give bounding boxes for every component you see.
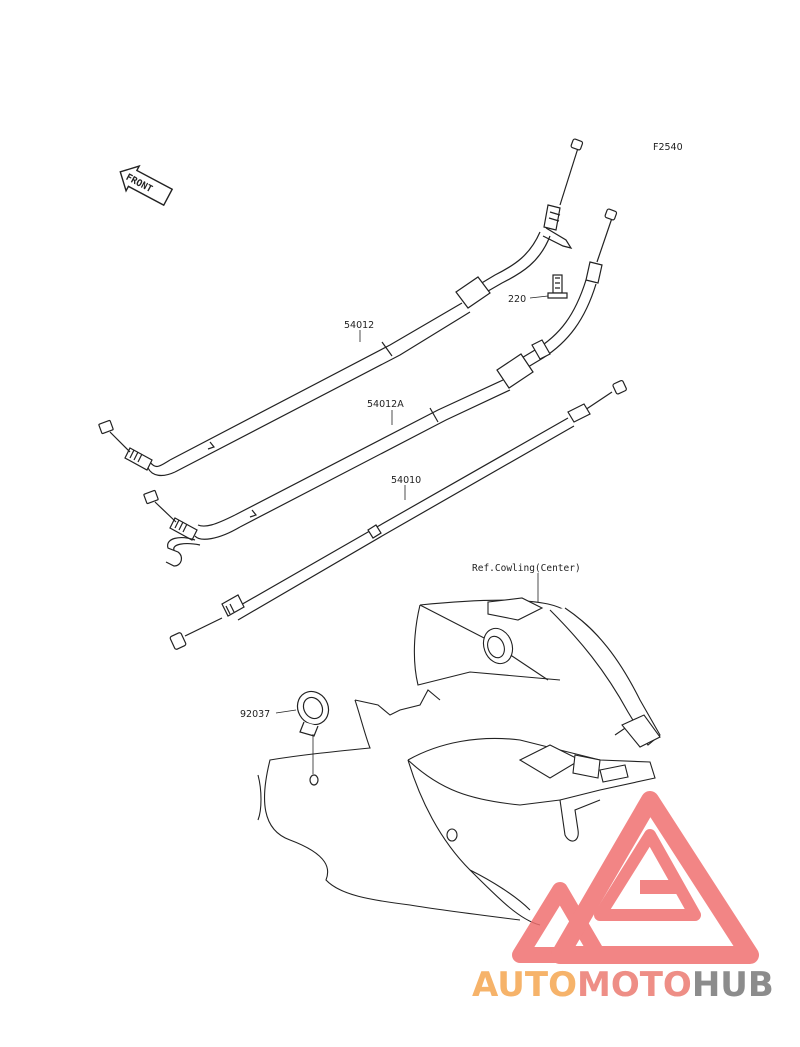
front-direction-arrow: FRONT	[119, 164, 174, 207]
cable-54010	[169, 379, 627, 650]
label-54010: 54010	[391, 475, 421, 486]
cable-54012	[98, 138, 584, 477]
leader-92037: 92037	[240, 709, 297, 720]
automotohub-wordmark: AUTOMOTOHUB	[472, 965, 774, 1005]
cable-54012a	[143, 208, 618, 567]
wordmark-hub: HUB	[692, 965, 774, 1005]
label-54012: 54012	[344, 320, 374, 331]
grommet-92037	[296, 690, 330, 786]
bolt-220	[547, 274, 568, 299]
label-220: 220	[508, 294, 526, 305]
automotohub-logo	[512, 791, 759, 964]
wordmark-moto: MOTO	[577, 965, 692, 1005]
wordmark-auto: AUTO	[472, 965, 577, 1005]
label-92037: 92037	[240, 709, 270, 720]
leader-54012: 54012	[344, 320, 374, 342]
leader-cowling: Ref.Cowling(Center)	[472, 563, 581, 602]
leader-220: 220	[508, 294, 549, 305]
label-cowling-reference: Ref.Cowling(Center)	[472, 563, 581, 574]
label-54012a: 54012A	[367, 399, 404, 410]
figure-code: F2540	[653, 142, 683, 153]
leader-54012a: 54012A	[367, 399, 404, 425]
leader-54010: 54010	[391, 475, 421, 500]
cowling-center-reference	[257, 597, 661, 926]
